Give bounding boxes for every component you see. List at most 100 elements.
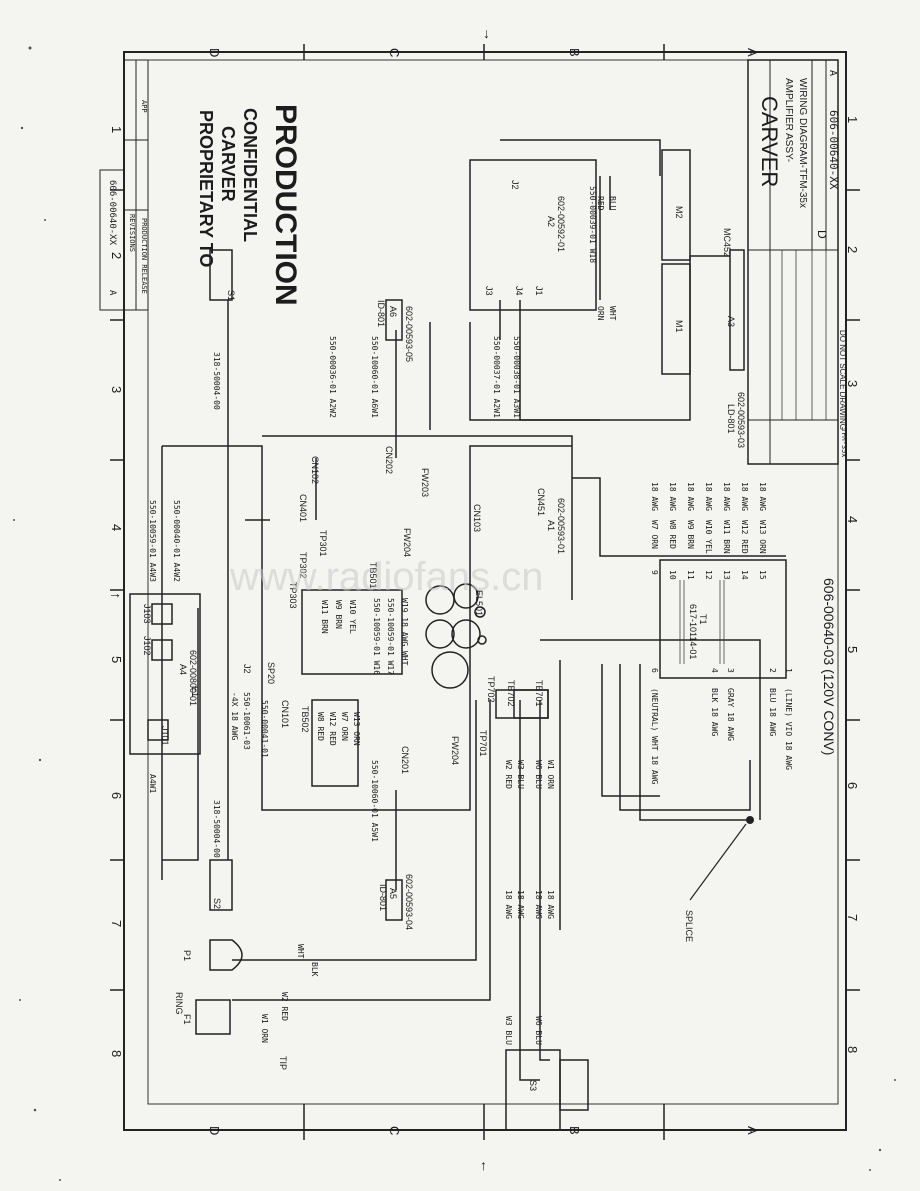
- center-arrow-bottom: ↑: [480, 1157, 487, 1173]
- cable-c3: 550-00036-01 A2W2: [328, 336, 337, 418]
- label-j4: J4: [514, 286, 524, 296]
- zone-number-right: 6: [845, 782, 860, 789]
- zone-letter-top: D: [207, 48, 222, 57]
- label-j101: J101: [160, 726, 170, 746]
- plug-p1: [209, 939, 243, 971]
- tb701: [513, 689, 549, 719]
- zone-letter-bottom: C: [387, 1126, 402, 1135]
- drawing-number: 606-00640-03 (120V CONV): [821, 578, 837, 755]
- revision-entry: PRODUCTION RELEASE: [140, 218, 148, 294]
- wire-w6: W6 BLU: [534, 760, 543, 789]
- connector-j101: [147, 719, 169, 741]
- zone-number-left: 5: [109, 656, 124, 663]
- svg-text:18 AWG: 18 AWG: [686, 482, 695, 511]
- proprietary-stamp: PROPRIETARY TO CARVER CONFIDENTIAL PRODU…: [196, 104, 302, 306]
- label-tp301: TP301: [318, 530, 328, 557]
- rev-dwg-box: 606-00640-XX A: [99, 169, 125, 311]
- switch-s1-body: [209, 249, 233, 301]
- rev-dwg-number: 606-00640-XX: [107, 180, 117, 246]
- label-a2-pn: 602-00592-01: [556, 196, 566, 252]
- zone-number-left: 2: [109, 252, 124, 259]
- label-fw204b: FW204: [402, 528, 412, 557]
- connector-j103: [151, 603, 173, 625]
- label-p1: P1: [182, 950, 192, 961]
- label-a2: A2: [546, 216, 556, 227]
- zone-letter-top: B: [567, 48, 582, 57]
- wire-w12: W12 RED: [328, 712, 337, 746]
- label-tb701: TB701: [534, 680, 544, 707]
- label-t1: T1: [698, 614, 708, 625]
- svg-text:12: 12: [704, 570, 713, 580]
- board-a6: [385, 299, 403, 341]
- tb502: [311, 699, 359, 787]
- cable-c14: W19 18 AWG WHT: [400, 598, 409, 666]
- board-a2: [469, 159, 597, 311]
- label-cn101: CN101: [280, 700, 290, 728]
- zone-number-left: 7: [109, 920, 124, 927]
- label-cn401: CN401: [298, 494, 308, 522]
- label-id801-a5: ID-801: [378, 884, 388, 911]
- label-sp20: SP20: [266, 662, 276, 684]
- svg-text:18 AWG: 18 AWG: [650, 482, 659, 511]
- zone-number-left: 8: [109, 1050, 124, 1057]
- wire-wht: WHT: [608, 306, 617, 321]
- transformer-t1: [659, 559, 787, 679]
- table-row: 1(LINE) VIO 18 AWG: [784, 668, 793, 770]
- stamp-company: CARVER: [218, 126, 238, 202]
- cable-labels: 318-50004-00 318-50004-00 550-00036-01 A…: [148, 186, 597, 858]
- board-a5: [385, 879, 403, 921]
- wire-w10: W10 YEL: [348, 600, 357, 634]
- zone-number-right: 7: [845, 914, 860, 921]
- label-cn103: CN103: [472, 504, 482, 532]
- label-el501: EL501: [474, 590, 484, 616]
- stamp-confidential: CONFIDENTIAL: [240, 108, 260, 242]
- svg-text:9: 9: [650, 570, 659, 575]
- wire-w8: W8 RED: [316, 712, 325, 741]
- do-not-scale: DO NOT SCALE DRAWING: [838, 330, 847, 430]
- wire-awg-1: 18 AWG: [504, 890, 513, 919]
- label-a1: A1: [546, 520, 556, 531]
- label-m2: M2: [674, 206, 684, 219]
- label-a3-pn: 602-00593-03: [736, 392, 746, 448]
- wire-w2-plug: W2 RED: [280, 992, 289, 1021]
- scan-noise: [13, 46, 896, 1181]
- svg-text:(LINE) VIO 18 AWG: (LINE) VIO 18 AWG: [784, 688, 793, 770]
- cable-c2: 318-50004-00: [212, 800, 221, 858]
- svg-text:3: 3: [726, 668, 735, 673]
- wire-awg-2: 18 AWG: [516, 890, 525, 919]
- label-tp702: TP702: [486, 676, 496, 703]
- wire-blu: BLU: [608, 196, 617, 211]
- motor-m2: [661, 149, 691, 261]
- wire-labels: W11 BRN W9 BRN W10 YEL W8 RED W12 RED W7…: [260, 196, 617, 1045]
- svg-text:W7 ORN: W7 ORN: [650, 520, 659, 549]
- svg-text:(NEUTRAL) WHT 18 AWG: (NEUTRAL) WHT 18 AWG: [650, 688, 659, 785]
- label-t1-pn: 617-10114-01: [688, 604, 698, 659]
- cable-c6: 550-00038-01 A3W1: [512, 336, 521, 418]
- wire-w6-s3: W6 BLU: [534, 1016, 543, 1045]
- svg-text:10: 10: [668, 570, 677, 580]
- label-cn202: CN202: [384, 446, 394, 474]
- wire-w11: W11 BRN: [320, 600, 329, 634]
- label-cn102: CN102: [310, 456, 320, 484]
- boards: [129, 149, 787, 1131]
- svg-text:W12 RED: W12 RED: [740, 520, 749, 554]
- label-a1-pn: 602-00593-01: [556, 498, 566, 554]
- wire-w3: W3 BLU: [516, 760, 525, 789]
- svg-text:18 AWG: 18 AWG: [722, 482, 731, 511]
- svg-text:18 AWG: 18 AWG: [668, 482, 677, 511]
- wire-blk-plug: BLK: [310, 962, 319, 977]
- label-s1: S1: [226, 290, 236, 301]
- label-s2: S2: [212, 898, 222, 909]
- cable-c15: -4X 18 AWG: [230, 692, 239, 740]
- label-a4: A4: [178, 664, 188, 675]
- center-arrow-left: →: [108, 585, 122, 601]
- switch-s3-shaft: [559, 1059, 589, 1111]
- svg-text:BLK 18 AWG: BLK 18 AWG: [710, 688, 719, 736]
